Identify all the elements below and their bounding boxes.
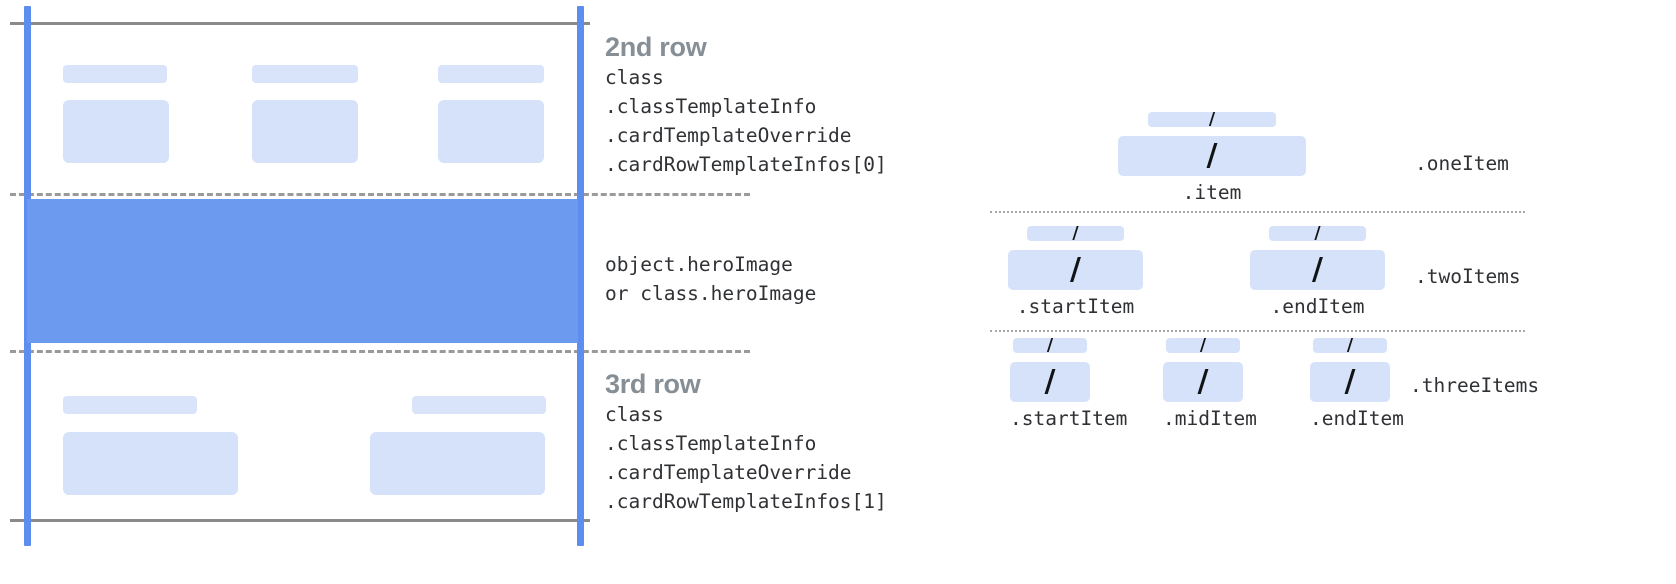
annotation-title-second-row: 2nd row [605,32,707,62]
layout-slot-two-start: / / .startItem [1008,223,1143,318]
slash-glyph: / [1206,138,1218,173]
slot-caption-start-item: .startItem [1010,407,1128,430]
layout-slot-three-end: / / .endItem [1310,335,1404,430]
slot-value-bar: / [1310,362,1390,402]
placeholder-value-4 [63,432,238,495]
slot-caption-end-item: .endItem [1270,295,1365,318]
card-right-margin-rail [577,6,584,546]
slash-glyph: / [1208,109,1216,129]
slot-value-bar: / [1118,136,1306,176]
placeholder-value-1 [63,100,169,163]
slash-glyph: / [1314,223,1321,243]
placeholder-value-3 [438,100,544,163]
annotation-code-hero-image: object.heroImage or class.heroImage [605,253,817,305]
placeholder-value-5 [370,432,545,495]
card-bottom-boundary-line [10,519,590,522]
slash-glyph: / [1346,335,1354,355]
slash-glyph: / [1312,252,1323,287]
placeholder-label-5 [412,396,546,414]
slash-glyph: / [1072,223,1079,243]
hero-image-band [27,199,578,343]
row-separator-line-lower [10,350,750,353]
slot-value-bar: / [1010,362,1090,402]
placeholder-label-2 [252,65,358,83]
placeholder-label-3 [438,65,544,83]
slot-label-bar: / [1166,335,1240,355]
layout-divider-lower [990,330,1525,332]
slot-label-bar: / [1269,223,1366,243]
row-separator-line-upper [10,193,750,196]
layout-row-label-three-items: .threeItems [1410,374,1540,397]
annotation-second-row: 2nd row class .classTemplateInfo .cardTe… [605,32,887,179]
slash-glyph: / [1070,252,1081,287]
placeholder-value-2 [252,100,358,163]
card-structure-diagram [0,0,750,584]
slot-value-bar: / [1163,362,1243,402]
layout-slot-two-end: / / .endItem [1250,223,1385,318]
slash-glyph: / [1344,364,1356,399]
slot-value-bar: / [1250,250,1385,290]
layout-divider-upper [990,211,1525,213]
card-top-boundary-line [10,22,590,25]
slash-glyph: / [1199,335,1207,355]
layout-slot-three-mid: / / .midItem [1163,335,1257,430]
slot-label-bar: / [1013,335,1087,355]
item-layout-diagram: / / .item .oneItem / / .startItem / / [960,0,1676,584]
annotation-code-second-row: class .classTemplateInfo .cardTemplateOv… [605,66,887,177]
slot-caption-mid-item: .midItem [1163,407,1257,430]
slash-glyph: / [1197,364,1209,399]
layout-slot-three-start: / / .startItem [1010,335,1128,430]
slot-label-bar: / [1148,109,1276,129]
annotation-hero-image: object.heroImage or class.heroImage [605,250,816,308]
annotation-code-third-row: class .classTemplateInfo .cardTemplateOv… [605,403,887,514]
slot-value-bar: / [1008,250,1143,290]
slash-glyph: / [1046,335,1054,355]
slash-glyph: / [1044,364,1056,399]
layout-row-label-two-items: .twoItems [1415,265,1521,288]
layout-row-label-one-item: .oneItem [1415,152,1509,175]
placeholder-label-1 [63,65,167,83]
annotation-title-third-row: 3rd row [605,369,701,399]
slot-caption-end-item: .endItem [1310,407,1404,430]
slot-label-bar: / [1027,223,1124,243]
slot-caption-item: .item [1182,181,1242,204]
annotation-third-row: 3rd row class .classTemplateInfo .cardTe… [605,369,887,516]
slot-caption-start-item: .startItem [1016,295,1135,318]
placeholder-label-4 [63,396,197,414]
slot-label-bar: / [1313,335,1387,355]
layout-slot-one-item: / / .item [1118,109,1306,204]
